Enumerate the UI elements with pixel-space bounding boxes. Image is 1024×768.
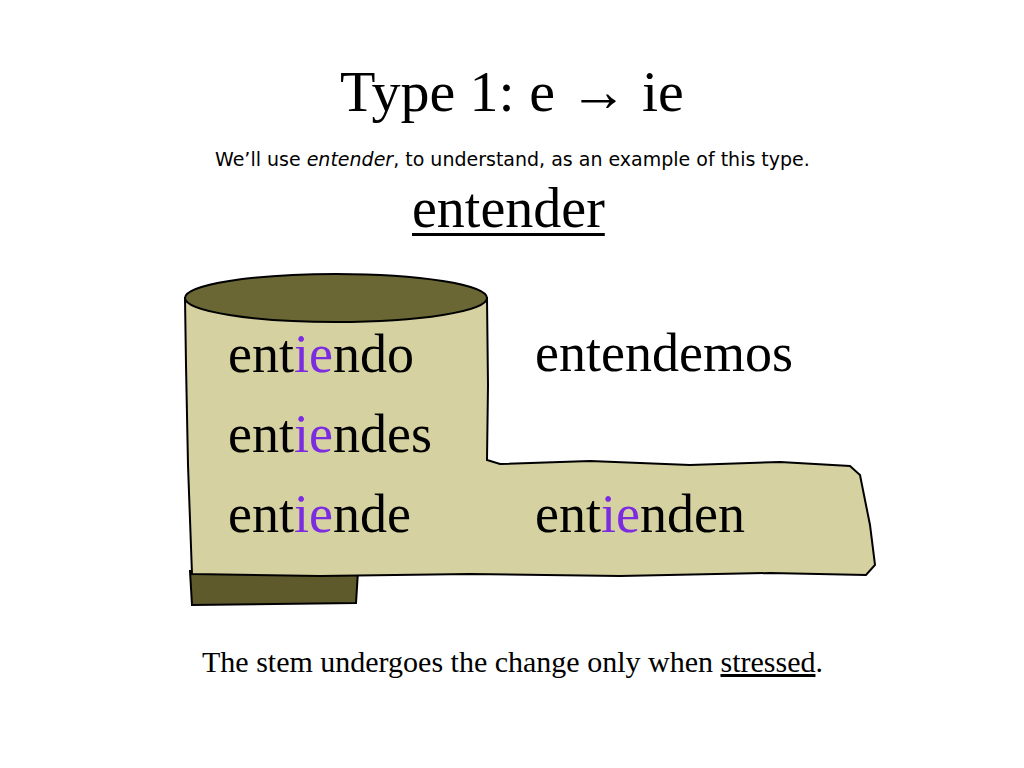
conjugation-form: entendemos — [535, 322, 793, 384]
verb-heading: entender — [412, 176, 605, 240]
slide-title: Type 1: e → ie — [340, 58, 684, 125]
italic-word: entender — [307, 148, 393, 170]
boot-shape: entiendo entiendes entiende entienden — [170, 265, 890, 610]
stem-change: ie — [294, 324, 333, 384]
underlined-word: stressed — [720, 645, 815, 678]
subtitle-note: We’ll use entender, to understand, as an… — [215, 148, 810, 170]
stem-change: ie — [294, 484, 333, 544]
stem-change: ie — [601, 484, 640, 544]
conjugation-form: entiendo — [228, 323, 414, 385]
slide-caption: The stem undergoes the change only when … — [202, 645, 823, 679]
stem-change: ie — [294, 404, 333, 464]
conjugation-form: entiendes — [228, 403, 432, 465]
conjugation-form: entiende — [228, 483, 411, 545]
conjugation-form: entienden — [535, 483, 745, 545]
